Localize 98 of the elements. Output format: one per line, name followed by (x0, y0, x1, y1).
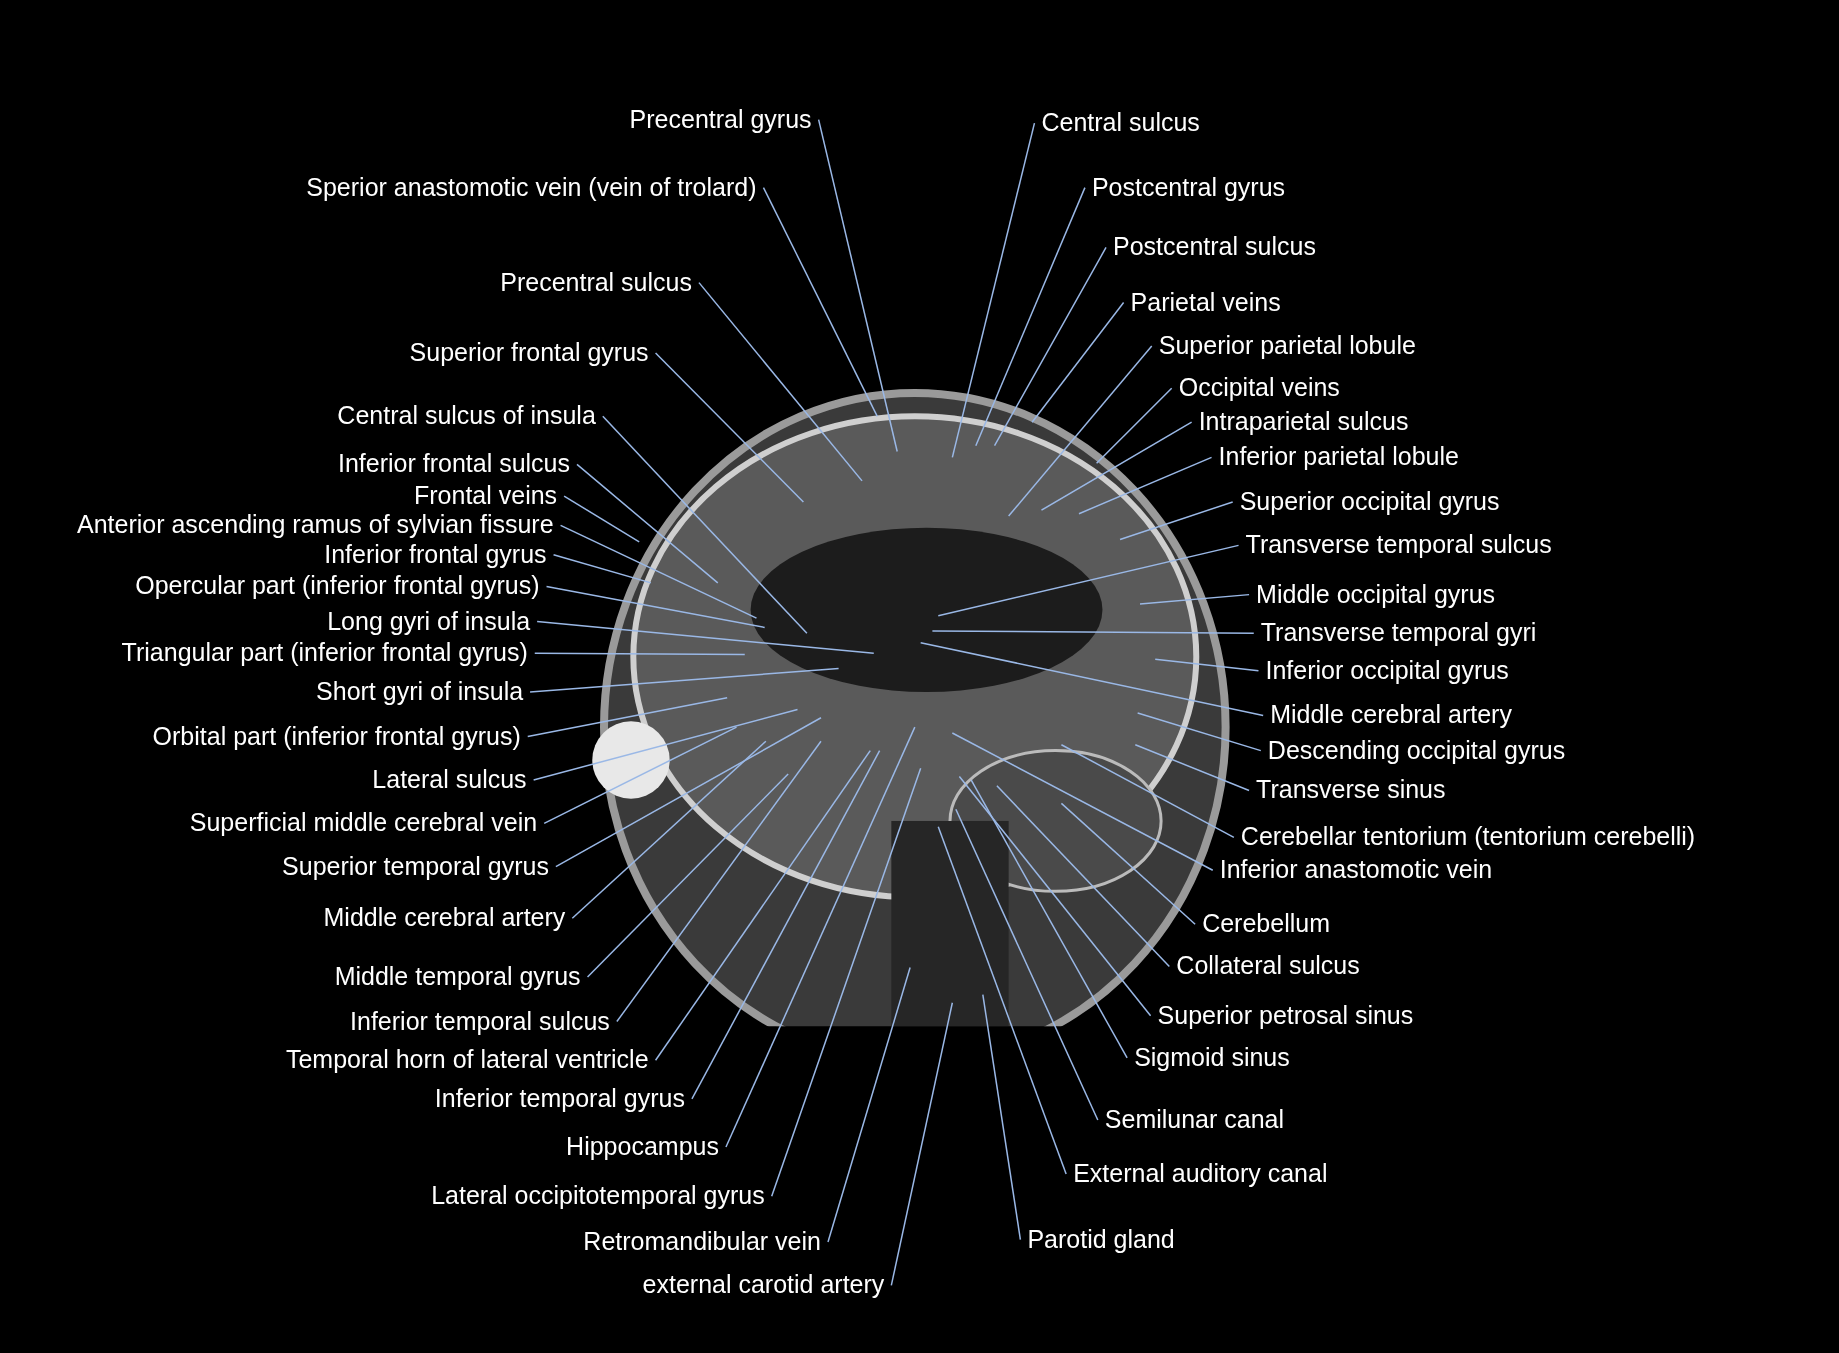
anatomy-label: Postcentral gyrus (1091, 173, 1286, 202)
anatomy-label: Cerebellar tentorium (tentorium cerebelli) (1240, 823, 1696, 852)
anatomy-label: Semilunar canal (1104, 1106, 1285, 1134)
leader-line (919, 641, 1264, 717)
anatomy-label: Central sulcus (1041, 109, 1200, 137)
leader-line (1139, 593, 1250, 605)
leader-line (762, 186, 879, 418)
leader-line (970, 779, 1128, 1059)
anatomy-label: External auditory canal (1073, 1160, 1328, 1188)
leader-line (993, 246, 1107, 447)
leader-line (543, 726, 738, 825)
leader-line (559, 524, 758, 619)
anatomy-label: Transverse temporal gyri (1260, 619, 1537, 648)
leader-line (955, 808, 1099, 1121)
anatomy-label: Lateral sulcus (372, 766, 527, 794)
anatomy-label: Inferior frontal sulcus (337, 450, 570, 479)
anatomy-label: Inferior parietal lobule (1218, 443, 1459, 472)
leader-line (827, 966, 911, 1243)
leader-line (691, 749, 881, 1100)
leader-line (975, 186, 1086, 447)
leader-line (1040, 421, 1193, 511)
anatomy-label: Inferior occipital gyrus (1265, 657, 1509, 685)
leader-line (563, 495, 640, 543)
anatomy-label: Sigmoid sinus (1134, 1044, 1290, 1072)
anatomy-label: Middle occipital gyrus (1256, 580, 1496, 609)
anatomy-label: Superior frontal gyrus (409, 339, 649, 367)
leader-line (576, 463, 719, 584)
leader-line (951, 732, 1214, 871)
anatomy-label: Superior occipital gyrus (1239, 488, 1500, 516)
anatomy-label: Superior temporal gyrus (282, 852, 549, 881)
leader-line (1060, 744, 1235, 839)
leader-line (1136, 712, 1262, 752)
leader-line (931, 630, 1255, 635)
leader-line (534, 652, 746, 656)
leader-line (958, 775, 1152, 1017)
anatomy-label: Precentral sulcus (500, 268, 692, 297)
leader-line (545, 585, 766, 629)
anatomy-label: Opercular part (inferior frontal gyrus) (135, 572, 540, 601)
anatomy-label: Inferior frontal gyrus (324, 541, 547, 569)
leader-line (1154, 658, 1260, 672)
leader-line (817, 118, 898, 453)
leader-line (982, 993, 1022, 1241)
leader-line (951, 122, 1036, 459)
leader-line (527, 697, 728, 738)
anatomy-label: Orbital part (inferior frontal gyrus) (152, 722, 521, 751)
anatomy-label: Lateral occipitotemporal gyrus (431, 1182, 765, 1211)
leader-line (770, 767, 922, 1198)
leader-line (571, 740, 767, 920)
anatomy-label: Middle temporal gyrus (334, 963, 581, 991)
anatomy-label: Inferior anastomotic vein (1219, 856, 1493, 884)
leader-line (1119, 501, 1234, 541)
anatomy-label: Transverse temporal sulcus (1245, 531, 1552, 560)
anatomy-label: Collateral sulcus (1176, 952, 1360, 981)
anatomy-label: Parotid gland (1027, 1225, 1175, 1254)
anatomy-label: Middle cerebral artery (323, 904, 566, 933)
anatomy-label: external carotid artery (642, 1271, 885, 1300)
leader-line (937, 826, 1067, 1175)
anatomy-label: Postcentral sulcus (1113, 233, 1316, 262)
anatomy-label: Transverse sinus (1256, 776, 1446, 805)
anatomy-label: Short gyri of insula (316, 678, 524, 706)
anatomy-label: Central sulcus of insula (337, 402, 596, 431)
anatomy-label: Hippocampus (566, 1133, 719, 1161)
anatomy-label: Retromandibular vein (583, 1228, 821, 1256)
anatomy-label: Precentral gyrus (629, 105, 812, 134)
leader-line (698, 281, 863, 482)
leader-line (586, 773, 789, 978)
anatomy-label: Triangular part (inferior frontal gyrus) (121, 639, 528, 667)
anatomy-label: Occipital veins (1178, 374, 1340, 402)
leader-line (1078, 456, 1213, 515)
anatomy-label: Superior parietal lobule (1158, 332, 1416, 360)
leader-line (1134, 744, 1250, 792)
leader-line (1095, 387, 1173, 464)
anatomy-label: Long gyri of insula (327, 607, 531, 636)
anatomy-label: Frontal veins (414, 482, 558, 510)
anatomy-label: Parietal veins (1130, 288, 1281, 317)
anatomy-label: Temporal horn of lateral ventricle (285, 1046, 649, 1074)
anatomy-label: Middle cerebral artery (1270, 701, 1512, 730)
anatomy-label: Superior petrosal sinus (1157, 1001, 1414, 1030)
leader-line (616, 740, 822, 1023)
leader-line (1007, 345, 1153, 517)
anatomy-label: Cerebellum (1202, 910, 1330, 938)
anatomy-label: Anterior ascending ramus of sylvian fissure (76, 511, 554, 540)
anatomy-label: Superficial middle cerebral vein (189, 809, 538, 838)
leader-line (529, 667, 840, 693)
anatomy-label: Descending occipital gyrus (1267, 736, 1566, 765)
leader-line (725, 726, 916, 1148)
anatomy-label: Intraparietal sulcus (1198, 408, 1409, 436)
leader-line (602, 415, 808, 635)
leader-line (654, 749, 871, 1061)
leader-line (890, 1002, 954, 1287)
anatomy-label: Sperior anastomotic vein (vein of trolard) (306, 173, 757, 202)
anatomy-label: Inferior temporal gyrus (434, 1085, 685, 1113)
leader-line (654, 352, 805, 503)
leader-line (555, 717, 822, 868)
leader-line (937, 544, 1240, 617)
anatomy-label: Inferior temporal sulcus (350, 1007, 610, 1036)
leader-line (532, 708, 799, 781)
leader-line (536, 620, 875, 654)
